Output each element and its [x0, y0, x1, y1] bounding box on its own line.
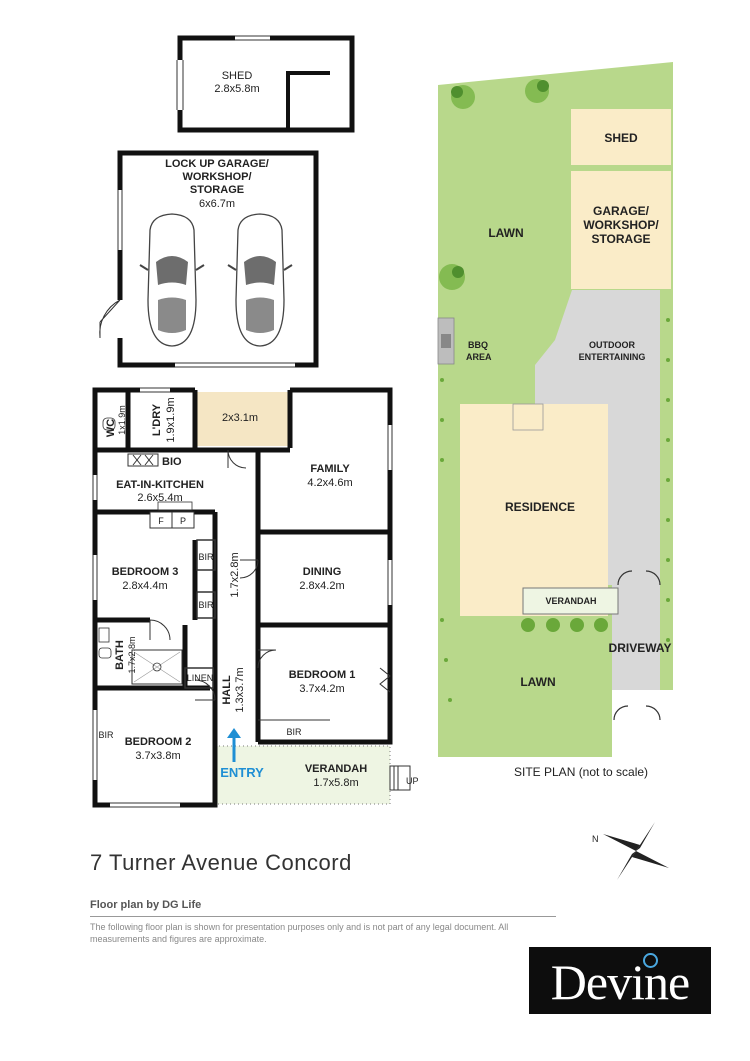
compass-icon: N	[592, 822, 669, 880]
tree-icon	[439, 264, 465, 290]
shed-label: SHED	[222, 70, 253, 82]
family-label: FAMILY	[310, 463, 350, 475]
site-garage	[571, 171, 671, 289]
bir-label: BIR	[198, 600, 214, 610]
site-outdoor-label-1: OUTDOOR	[589, 340, 635, 350]
car-icon	[227, 213, 293, 347]
site-residence-label: RESIDENCE	[505, 500, 575, 514]
shrub-icon	[521, 618, 608, 632]
hedge-icon	[440, 318, 670, 702]
site-garage-label-3: STORAGE	[591, 232, 650, 246]
shed-size: 2.8x5.8m	[214, 83, 259, 95]
site-lawn-bottom-label: LAWN	[520, 675, 555, 689]
kitchen-label: EAT-IN-KITCHEN	[116, 479, 204, 491]
garage-label-3: STORAGE	[190, 184, 244, 196]
dining-size: 2.8x4.2m	[299, 580, 344, 592]
verandah-area	[214, 745, 391, 805]
bir-label: BIR	[98, 730, 114, 740]
laundry-label: L'DRY	[151, 403, 163, 436]
patio-size: 2x3.1m	[222, 412, 258, 424]
garage-label-2: WORKSHOP/	[182, 171, 251, 183]
site-paving	[535, 290, 660, 757]
garage-building: LOCK UP GARAGE/ WORKSHOP/ STORAGE 6x6.7m	[99, 150, 319, 368]
site-garage-label-1: GARAGE/	[593, 204, 650, 218]
site-plan: SHED GARAGE/ WORKSHOP/ STORAGE LAWN BBQ …	[437, 62, 673, 757]
patio-area	[195, 392, 288, 446]
tree-icon	[451, 85, 475, 109]
kitchen-size: 2.6x5.4m	[137, 492, 182, 504]
floorplan-credit: Floor plan by DG Life	[90, 899, 202, 911]
verandah-size: 1.7x5.8m	[313, 777, 358, 789]
fridge-label: F	[158, 516, 164, 526]
wc-label: WC	[105, 419, 117, 437]
devine-logo: Devine	[529, 947, 711, 1014]
site-residence	[460, 404, 608, 616]
wc-size: 1x1.9m	[117, 405, 127, 435]
site-garage-label-2: WORKSHOP/	[583, 218, 659, 232]
bio-label: BIO	[162, 456, 182, 468]
property-address: 7 Turner Avenue Concord	[90, 850, 352, 875]
logo-dot-icon	[643, 953, 658, 968]
family-size: 4.2x4.6m	[307, 477, 352, 489]
site-outdoor-label-2: ENTERTAINING	[579, 352, 646, 362]
bir-label: BIR	[198, 552, 214, 562]
compass-north-label: N	[592, 834, 599, 844]
bedroom1-size: 3.7x4.2m	[299, 683, 344, 695]
verandah-label: VERANDAH	[305, 763, 367, 775]
bath-size: 1.7x2.8m	[127, 636, 137, 673]
car-icon	[139, 213, 205, 347]
dining-label: DINING	[303, 566, 342, 578]
bedroom2-size: 3.7x3.8m	[135, 750, 180, 762]
site-plan-caption: SITE PLAN (not to scale)	[514, 765, 649, 779]
entry-label: ENTRY	[220, 765, 264, 780]
hall-size: 1.3x3.7m	[234, 667, 246, 712]
site-shed	[571, 109, 671, 165]
site-shed-label: SHED	[604, 131, 638, 145]
hall-label: HALL	[221, 675, 233, 705]
tree-icon	[525, 79, 549, 103]
entry-arrow-icon	[227, 728, 241, 762]
house-floorplan: WC 1x1.9m L'DRY 1.9x1.9m 2x3.1m FAMILY 4…	[92, 387, 419, 808]
site-bbq-label-2: AREA	[466, 352, 492, 362]
garage-size: 6x6.7m	[199, 198, 235, 210]
bedroom3-label: BEDROOM 3	[112, 566, 179, 578]
site-lawn-top-label: LAWN	[488, 226, 523, 240]
bir-label: BIR	[286, 727, 302, 737]
bath-label: BATH	[114, 640, 126, 670]
site-verandah-label: VERANDAH	[545, 596, 596, 606]
hallway-size: 1.7x2.8m	[229, 552, 241, 597]
up-label: UP	[406, 776, 419, 786]
bedroom3-size: 2.8x4.4m	[122, 580, 167, 592]
laundry-size: 1.9x1.9m	[165, 397, 177, 442]
brand-name: Devine	[550, 954, 690, 1010]
cooktop-icon	[132, 454, 154, 466]
site-bbq-label-1: BBQ	[468, 340, 488, 350]
site-driveway-label: DRIVEWAY	[609, 641, 672, 655]
divider	[90, 916, 556, 917]
garage-label-1: LOCK UP GARAGE/	[165, 158, 269, 170]
pantry-label: P	[180, 516, 186, 526]
disclaimer-text: The following floor plan is shown for pr…	[90, 922, 509, 944]
site-verandah	[522, 587, 619, 615]
bedroom1-label: BEDROOM 1	[289, 669, 356, 681]
shed-building: SHED 2.8x5.8m	[176, 35, 355, 133]
linen-label: LINEN	[187, 673, 214, 683]
bedroom2-label: BEDROOM 2	[125, 736, 192, 748]
